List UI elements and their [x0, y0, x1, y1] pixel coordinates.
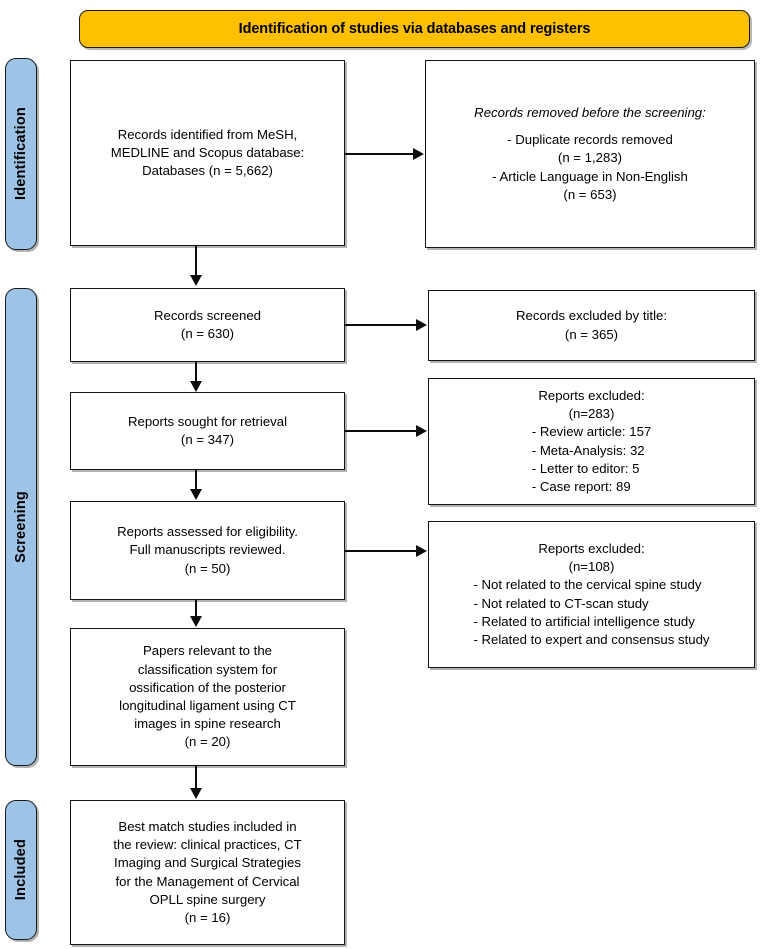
- best-match-line4: for the Management of Cervical: [115, 873, 300, 889]
- connector-papers-to-best-match: [195, 766, 197, 789]
- records-identified-line2: MEDLINE and Scopus database:: [110, 144, 305, 160]
- box-best-match-included-text: Best match studies included in the review…: [71, 818, 344, 927]
- records-excluded-title-line2: (n = 365): [564, 326, 619, 342]
- box-records-screened-text: Records screened (n = 630): [71, 307, 344, 343]
- box-records-identified: Records identified from MeSH, MEDLINE and…: [70, 60, 345, 246]
- reports-excluded-108-total: (n=108): [568, 559, 615, 575]
- connector-identified-to-screened: [195, 246, 197, 276]
- reports-excluded-283-item2: - Meta-Analysis: 32: [531, 442, 645, 458]
- spacer: [432, 122, 748, 131]
- phase-banner-identification: Identification of studies via databases …: [79, 10, 750, 48]
- reports-excluded-283-total: (n=283): [568, 406, 615, 422]
- connector-screened-to-sought: [195, 362, 197, 382]
- box-records-excluded-by-title-text: Records excluded by title: (n = 365): [429, 307, 754, 343]
- arrowhead-screened-to-sought: [190, 381, 202, 392]
- records-removed-item1-n: (n = 1,283): [557, 150, 623, 166]
- box-records-screened: Records screened (n = 630): [70, 288, 345, 362]
- stage-label-included-text: Included: [13, 839, 29, 901]
- arrowhead-sought-to-assessed: [190, 489, 202, 500]
- reports-excluded-283-item3: - Letter to editor: 5: [531, 460, 640, 476]
- reports-excluded-283-heading: Reports excluded:: [538, 387, 645, 403]
- stage-label-screening-text: Screening: [13, 491, 29, 563]
- papers-relevant-line3: ossification of the posterior: [129, 679, 286, 695]
- records-identified-line1: Records identified from MeSH,: [117, 126, 298, 142]
- stage-label-identification: Identification: [5, 58, 37, 250]
- arrowhead-identified-to-screened: [190, 275, 202, 286]
- box-best-match-included: Best match studies included in the review…: [70, 800, 345, 945]
- box-reports-sought-text: Reports sought for retrieval (n = 347): [71, 413, 344, 449]
- box-records-excluded-by-title: Records excluded by title: (n = 365): [428, 290, 755, 361]
- arrowhead-sought-to-excluded-283: [416, 425, 427, 437]
- reports-excluded-283-item1: - Review article: 157: [531, 424, 652, 440]
- box-reports-sought: Reports sought for retrieval (n = 347): [70, 392, 345, 470]
- best-match-line1: Best match studies included in: [118, 818, 297, 834]
- reports-assessed-line2: Full manuscripts reviewed.: [129, 542, 286, 558]
- connector-screened-to-excluded-title: [345, 324, 417, 326]
- best-match-line5: OPLL spine surgery: [149, 891, 266, 907]
- reports-excluded-108-item2: - Not related to CT-scan study: [473, 595, 649, 611]
- box-reports-excluded-108: Reports excluded: (n=108) - Not related to…: [428, 521, 755, 668]
- connector-assessed-to-excluded-108: [345, 550, 417, 552]
- records-screened-line1: Records screened: [153, 307, 262, 323]
- records-removed-heading: Records removed before the screening:: [474, 104, 706, 120]
- papers-relevant-line6: (n = 20): [184, 734, 231, 750]
- stage-label-included: Included: [5, 800, 37, 940]
- connector-identified-to-removed: [345, 153, 414, 155]
- records-removed-item1: - Duplicate records removed: [507, 132, 673, 148]
- connector-sought-to-excluded-283: [345, 430, 417, 432]
- records-excluded-title-line1: Records excluded by title:: [516, 308, 667, 324]
- stage-label-identification-text: Identification: [13, 107, 29, 201]
- best-match-line2: the review: clinical practices, CT: [113, 837, 302, 853]
- arrowhead-identified-to-removed: [413, 148, 424, 160]
- reports-excluded-108-item1: - Not related to the cervical spine stud…: [473, 577, 702, 593]
- papers-relevant-line2: classification system for: [137, 661, 278, 677]
- box-records-removed: Records removed before the screening: - D…: [425, 60, 755, 248]
- box-records-identified-text: Records identified from MeSH, MEDLINE and…: [71, 126, 344, 181]
- papers-relevant-line5: images in spine research: [134, 716, 281, 732]
- records-removed-item2: - Article Language in Non-English: [492, 168, 688, 184]
- box-records-removed-text: Records removed before the screening: - D…: [426, 104, 754, 204]
- box-reports-excluded-108-text: Reports excluded: (n=108) - Not related to…: [429, 540, 754, 649]
- reports-sought-line1: Reports sought for retrieval: [127, 413, 288, 429]
- reports-excluded-108-item3: - Related to artificial intelligence stu…: [473, 613, 695, 629]
- records-removed-item2-n: (n = 653): [563, 186, 617, 202]
- reports-assessed-line1: Reports assessed for eligibility.: [117, 524, 298, 540]
- records-screened-line2: (n = 630): [180, 326, 235, 341]
- phase-banner-label: Identification of studies via databases …: [238, 21, 591, 37]
- box-reports-assessed: Reports assessed for eligibility. Full ma…: [70, 501, 345, 600]
- box-reports-assessed-text: Reports assessed for eligibility. Full ma…: [71, 523, 344, 578]
- box-reports-excluded-283: Reports excluded: (n=283) - Review article…: [428, 378, 755, 505]
- best-match-line6: (n = 16): [184, 909, 231, 925]
- arrowhead-screened-to-excluded-title: [416, 319, 427, 331]
- reports-excluded-283-item4: - Case report: 89: [531, 478, 631, 494]
- arrowhead-assessed-to-excluded-108: [416, 545, 427, 557]
- box-papers-relevant-text: Papers relevant to the classification sys…: [71, 642, 344, 751]
- arrowhead-papers-to-best-match: [190, 788, 202, 799]
- reports-assessed-line3: (n = 50): [184, 560, 231, 576]
- box-papers-relevant: Papers relevant to the classification sys…: [70, 628, 345, 766]
- papers-relevant-line4: longitudinal ligament using CT: [119, 698, 296, 713]
- connector-sought-to-assessed: [195, 470, 197, 490]
- best-match-line3: Imaging and Surgical Strategies: [114, 855, 301, 871]
- arrowhead-assessed-to-papers: [190, 616, 202, 627]
- reports-excluded-108-item4: - Related to expert and consensus study: [473, 631, 710, 647]
- box-reports-excluded-283-text: Reports excluded: (n=283) - Review article…: [429, 387, 754, 496]
- connector-assessed-to-papers: [195, 600, 197, 617]
- records-identified-line3: Databases (n = 5,662): [142, 163, 273, 179]
- papers-relevant-line1: Papers relevant to the: [142, 643, 273, 659]
- stage-label-screening: Screening: [5, 288, 37, 766]
- reports-sought-line2: (n = 347): [180, 432, 235, 447]
- reports-excluded-108-heading: Reports excluded:: [538, 540, 645, 556]
